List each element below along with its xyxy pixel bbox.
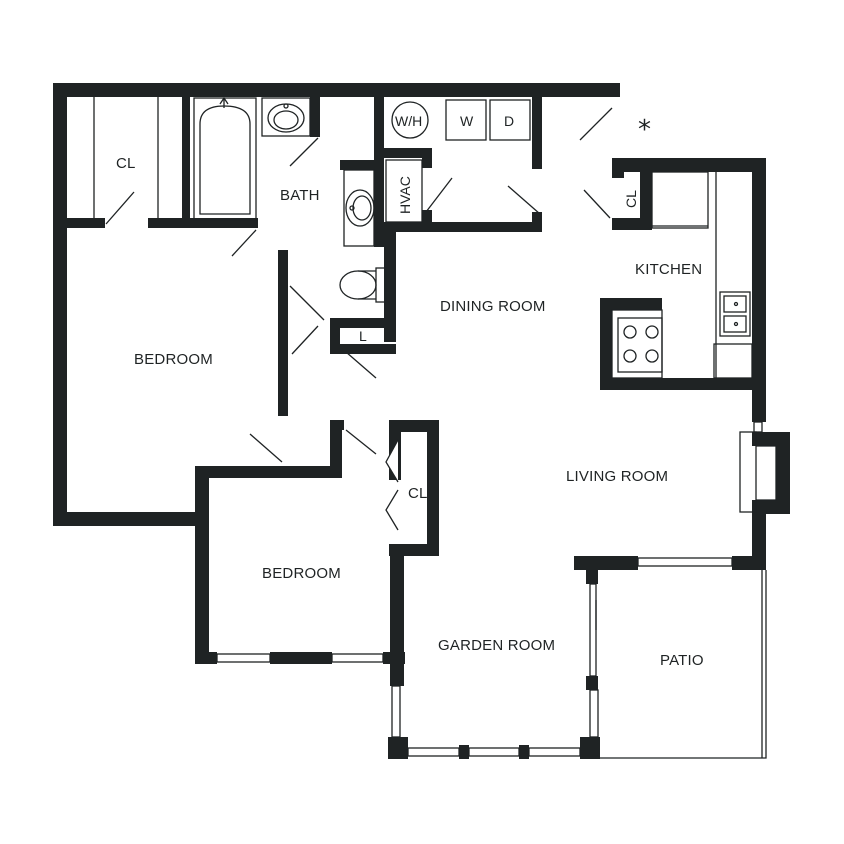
doors [93,97,613,531]
asterisk-marker: * [638,115,651,145]
kitchen-closet-label: CL [623,190,639,208]
patio-label: PATIO [660,652,704,669]
garden-room-label: GARDEN ROOM [438,637,555,654]
hvac-unit [385,159,423,223]
closet-label: CL [116,155,136,172]
windows [216,421,763,757]
sink-icon [343,169,375,247]
bathtub-icon [193,96,257,221]
washer-dryer [445,99,531,141]
living-room-label: LIVING ROOM [566,468,668,485]
double-sink-icon [713,172,753,379]
fireplace-icon [739,431,777,513]
bedroom-label: BEDROOM [134,351,213,368]
dining-room-label: DINING ROOM [440,298,546,315]
sink-icon [261,97,311,137]
patio-outline [589,570,767,759]
toilet-icon [339,267,387,303]
bedroom-label: BEDROOM [262,565,341,582]
range-icon [611,309,663,379]
linen-label: L [359,328,367,344]
bath-label: BATH [280,187,320,204]
refrigerator [651,171,709,229]
hvac-label: HVAC [397,176,413,214]
dryer-label: D [504,113,514,129]
walls [53,83,790,759]
washer-label: W [460,113,474,129]
kitchen-label: KITCHEN [635,261,702,278]
bedroom-closet-label: CL [408,485,428,502]
water-heater-label: W/H [395,113,422,129]
water-heater-icon [391,101,429,139]
